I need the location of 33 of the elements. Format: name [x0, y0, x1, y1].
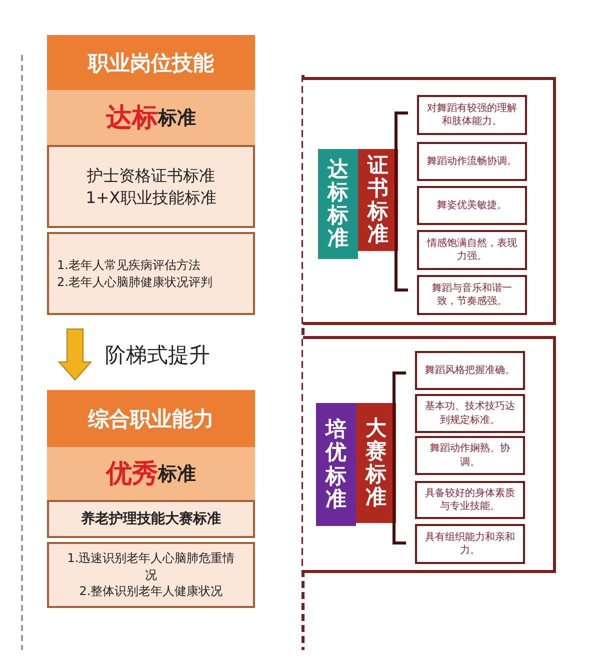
label-text: 1.老年人常见疾病评估方法 [57, 256, 200, 274]
criterion-box: 情感饱满自然，表现力强。 [417, 230, 527, 270]
frame-panel [303, 77, 556, 325]
category-label: 达标标准 [328, 158, 348, 250]
category-label: 培优标准 [326, 418, 346, 511]
category-band [318, 149, 358, 259]
frame-panel [303, 336, 556, 573]
criterion-box: 舞蹈风格把握准确。 [415, 351, 525, 390]
criterion-box: 对舞蹈有较强的理解和肢体能力。 [417, 95, 527, 135]
criterion-box: 舞蹈动作娴熟、协调。 [415, 436, 525, 475]
criterion-box: 舞蹈动作流畅协调。 [417, 142, 527, 181]
standard-box: 养老护理技能大赛标准 [47, 500, 255, 538]
category-band [316, 403, 356, 526]
header-bar: 职业岗位技能 [47, 35, 255, 90]
standard-heading: 优秀标准 [47, 447, 255, 500]
block-arrow [58, 328, 92, 381]
criterion-box: 具备较好的身体素质与专业技能。 [415, 481, 525, 519]
criterion-box: 舞姿优美敏捷。 [417, 186, 527, 225]
category-label: 大赛标准 [366, 416, 386, 510]
category-band [356, 403, 396, 523]
criterion-box: 舞蹈与音乐和谐一致，节奏感强。 [417, 275, 527, 315]
standard-heading: 达标标准 [47, 90, 255, 145]
header-bar: 综合职业能力 [47, 390, 255, 447]
standard-box: 护士资格证书标准 1+X职业技能标准 [47, 145, 255, 228]
criterion-box: 具有组织能力和亲和力。 [415, 524, 525, 564]
label-text: 2.老年人心脑肺健康状况评判 [57, 274, 212, 290]
label-text: 1.迅速识别老年人心脑肺危重情况 [66, 550, 236, 584]
label-text: 2.整体识别老年人健康状况 [79, 583, 223, 600]
requirement-box [47, 232, 255, 315]
requirement-box [47, 542, 255, 608]
category-label: 证书标准 [368, 154, 388, 246]
category-band [358, 149, 398, 251]
criterion-box: 基本功、技术技巧达到规定标准。 [415, 394, 525, 433]
